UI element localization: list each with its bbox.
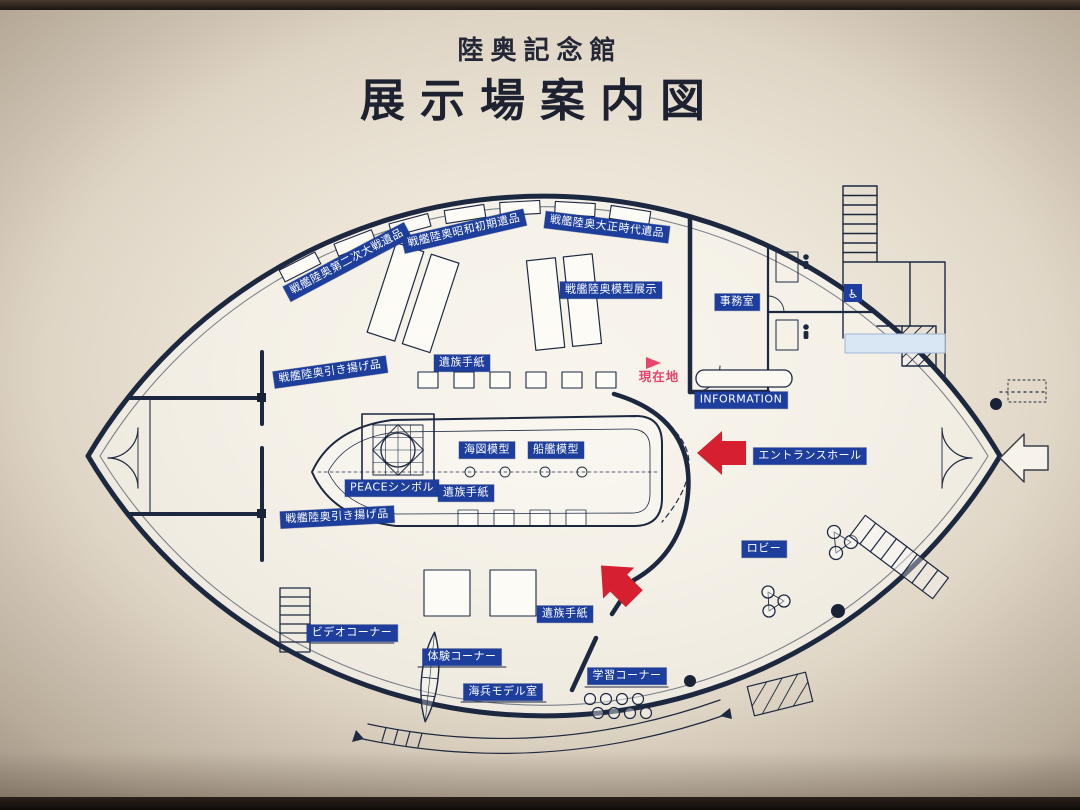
sign-title: 陸奥記念館 bbox=[457, 36, 623, 66]
left-rooms bbox=[126, 350, 266, 562]
display-squares bbox=[417, 371, 617, 617]
label-experience-corner: 体験コーナー bbox=[422, 648, 502, 666]
label-information: INFORMATION bbox=[694, 391, 788, 409]
photo-top-frame bbox=[0, 0, 1080, 10]
label-lobby: ロビー bbox=[741, 540, 787, 558]
label-video-corner: ビデオコーナー bbox=[306, 624, 398, 642]
pillar-dots bbox=[684, 398, 1002, 687]
restroom-person-icons bbox=[803, 254, 809, 339]
photo-bottom-frame bbox=[0, 797, 1080, 810]
exterior-path-bottom bbox=[352, 699, 732, 754]
lobby-seats bbox=[761, 524, 859, 618]
you-are-here-marker bbox=[646, 357, 661, 369]
signboard bbox=[844, 333, 946, 354]
information-counter bbox=[695, 369, 793, 388]
peace-symbol-platform bbox=[361, 413, 435, 487]
label-learning-corner: 学習コーナー bbox=[587, 667, 667, 685]
ramp-hatched bbox=[746, 671, 814, 717]
learning-corner-stools bbox=[583, 692, 653, 720]
label-you-are-here: 現在地 bbox=[638, 368, 680, 384]
label-peace-symbol: PEACEシンボル bbox=[344, 479, 440, 497]
label-marine-model-room: 海兵モデル室 bbox=[463, 683, 543, 701]
entrance-doors-right bbox=[941, 427, 973, 489]
label-underlines bbox=[310, 642, 669, 703]
lobby-stair-band bbox=[849, 514, 949, 600]
label-bereaved-letters-3: 遺族手紙 bbox=[537, 605, 593, 623]
dotted-box-right bbox=[1007, 379, 1047, 403]
label-chart-model: 海図模型 bbox=[459, 441, 515, 459]
flow-arrow-entrance bbox=[697, 431, 746, 475]
entrance-arrow-white bbox=[999, 433, 1049, 483]
entrance-doors-left bbox=[107, 427, 139, 489]
sign-subtitle: 展示場案内図 bbox=[359, 74, 720, 127]
island-cases bbox=[366, 242, 603, 354]
stairs-bottom-left bbox=[279, 587, 311, 653]
label-bereaved-letters-2: 遺族手紙 bbox=[438, 484, 494, 502]
label-entrance-hall: エントランスホール bbox=[753, 447, 867, 465]
wheelchair-badge: ♿ bbox=[844, 284, 862, 302]
label-office: 事務室 bbox=[714, 293, 760, 311]
label-ship-model: 船艦模型 bbox=[528, 441, 584, 459]
label-model-exhibit: 戦艦陸奥模型展示 bbox=[560, 281, 662, 299]
flow-arrow-exhibit bbox=[601, 565, 643, 608]
wheelchair-icon: ♿ bbox=[848, 287, 859, 301]
label-bereaved-letters-1: 遺族手紙 bbox=[434, 354, 490, 372]
